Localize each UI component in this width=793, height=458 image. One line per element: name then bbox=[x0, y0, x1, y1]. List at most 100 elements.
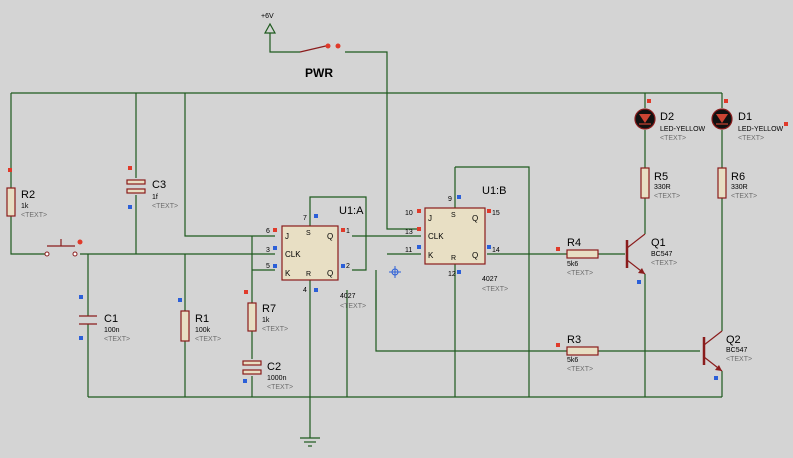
q2-text: <TEXT> bbox=[726, 356, 752, 363]
c1-pin-marker bbox=[79, 295, 83, 299]
r6-text: <TEXT> bbox=[731, 193, 757, 200]
u1a-pin-2: 2 bbox=[346, 263, 350, 270]
r5-text: <TEXT> bbox=[654, 193, 680, 200]
power-label: +6V bbox=[261, 13, 274, 20]
capacitor-c3[interactable]: C3 1f <TEXT> bbox=[126, 166, 178, 210]
led-d2[interactable]: D2 LED-YELLOW <TEXT> bbox=[634, 99, 706, 142]
ic-u1b[interactable]: U1:B J CLK K Q Q S R 10 13 11 15 14 9 12… bbox=[405, 185, 508, 293]
c3-ref: C3 bbox=[152, 179, 166, 191]
q1-pin-marker bbox=[637, 280, 641, 284]
c1-pin-marker-b bbox=[79, 336, 83, 340]
transistor-q1[interactable]: Q1 BC547 <TEXT> bbox=[625, 233, 677, 284]
led-d1[interactable]: D1 LED-YELLOW <TEXT> bbox=[711, 99, 788, 142]
j-net-wire bbox=[184, 93, 275, 237]
r2-pin-marker bbox=[8, 168, 12, 172]
u1b-text: <TEXT> bbox=[482, 286, 508, 293]
u1a-part: 4027 bbox=[340, 293, 356, 300]
u1b-pin-q: Q bbox=[472, 214, 478, 223]
u1a-pin-5: 5 bbox=[266, 263, 270, 270]
d1-text: <TEXT> bbox=[738, 135, 764, 142]
resistor-r2[interactable]: R2 1k <TEXT> bbox=[6, 168, 47, 219]
pwr-to-u1b-wire bbox=[345, 51, 421, 230]
d2-ref: D2 bbox=[660, 111, 674, 123]
r3-text: <TEXT> bbox=[567, 366, 593, 373]
d2-pin-marker bbox=[647, 99, 651, 103]
pwr-switch[interactable]: PWR bbox=[299, 43, 341, 81]
r3-value: 5k6 bbox=[567, 357, 578, 364]
u1b-pin-r: R bbox=[451, 255, 456, 262]
resistor-r4[interactable]: R4 5k6 <TEXT> bbox=[556, 237, 599, 277]
r2-value: 1k bbox=[21, 203, 29, 210]
c1-value: 100n bbox=[104, 327, 120, 334]
u1b-pin-marker bbox=[457, 270, 461, 274]
d1-value: LED-YELLOW bbox=[738, 126, 784, 133]
resistor-r1[interactable]: R1 100k <TEXT> bbox=[178, 298, 221, 343]
switch-dot-icon bbox=[335, 43, 341, 49]
resistor-r3[interactable]: R3 5k6 <TEXT> bbox=[556, 334, 599, 373]
resistor-r7[interactable]: R7 1k <TEXT> bbox=[244, 290, 288, 333]
u1b-pin-marker bbox=[417, 209, 421, 213]
r7-body bbox=[247, 302, 257, 332]
power-wire bbox=[269, 33, 300, 53]
power-terminal[interactable]: +6V bbox=[261, 13, 277, 34]
pushbutton[interactable] bbox=[44, 239, 83, 257]
u1b-pin-9: 9 bbox=[448, 196, 452, 203]
u1b-pin-marker bbox=[417, 245, 421, 249]
power-arrow-icon bbox=[263, 22, 277, 34]
switch-lever bbox=[299, 44, 331, 53]
c2-value: 1000n bbox=[267, 375, 287, 382]
d1-ref: D1 bbox=[738, 111, 752, 123]
r2-bottom-wire bbox=[10, 216, 45, 255]
u1a-ref: U1:A bbox=[339, 205, 364, 217]
switch-dot-icon bbox=[325, 43, 331, 49]
u1b-pin-clk: CLK bbox=[428, 232, 444, 241]
pb-contact-right bbox=[72, 251, 78, 257]
u1b-pin-k: K bbox=[428, 251, 434, 260]
r1-text: <TEXT> bbox=[195, 336, 221, 343]
u1b-pin-12: 12 bbox=[448, 271, 456, 278]
u1a-pin-4: 4 bbox=[303, 287, 307, 294]
u1a-pin-marker bbox=[341, 264, 345, 268]
q2-ref: Q2 bbox=[726, 334, 741, 346]
r3-body bbox=[566, 346, 599, 356]
u1a-text: <TEXT> bbox=[340, 303, 366, 310]
resistor-r5[interactable]: R5 330R <TEXT> bbox=[640, 167, 680, 200]
u1a-pin-marker bbox=[273, 246, 277, 250]
q2-collector bbox=[703, 330, 723, 346]
u1a-pin-6: 6 bbox=[266, 228, 270, 235]
r5-body bbox=[640, 167, 650, 199]
u1b-part: 4027 bbox=[482, 276, 498, 283]
r1-value: 100k bbox=[195, 327, 211, 334]
u1b-pin-11: 11 bbox=[405, 247, 412, 254]
u1a-pin-3: 3 bbox=[266, 247, 270, 254]
wires bbox=[10, 33, 723, 438]
ic-u1a[interactable]: U1:A J CLK K Q Q S R 6 3 5 1 2 7 4 4027 … bbox=[266, 205, 366, 310]
r5-value: 330R bbox=[654, 184, 671, 191]
c2-plate-bottom bbox=[242, 369, 262, 375]
u1a-pin-k: K bbox=[285, 269, 291, 278]
q1-emitter-arrow-icon bbox=[638, 268, 645, 274]
q1-value: BC547 bbox=[651, 251, 673, 258]
r4-value: 5k6 bbox=[567, 261, 578, 268]
u1a-pin-7: 7 bbox=[303, 215, 307, 222]
d2-text: <TEXT> bbox=[660, 135, 686, 142]
u1b-pin-marker bbox=[487, 209, 491, 213]
r7-ref: R7 bbox=[262, 303, 276, 315]
d1-arrow-icon bbox=[716, 114, 728, 123]
r4-pin-marker bbox=[556, 247, 560, 251]
capacitor-c1[interactable]: C1 100n <TEXT> bbox=[79, 295, 130, 343]
u1a-pin-clk: CLK bbox=[285, 250, 301, 259]
u1b-s-loop-wire bbox=[455, 166, 530, 397]
c2-ref: C2 bbox=[267, 361, 281, 373]
u1a-q2-to-r3-wire bbox=[375, 270, 567, 352]
transistor-q2[interactable]: Q2 BC547 <TEXT> bbox=[702, 330, 752, 380]
c2-text: <TEXT> bbox=[267, 384, 293, 391]
q2-emitter-arrow-icon bbox=[715, 365, 722, 371]
r1-pin-marker bbox=[178, 298, 182, 302]
resistor-r6[interactable]: R6 330R <TEXT> bbox=[717, 167, 757, 200]
c2-plate-top bbox=[242, 360, 262, 366]
c1-text: <TEXT> bbox=[104, 336, 130, 343]
capacitor-c2[interactable]: C2 1000n <TEXT> bbox=[242, 360, 293, 391]
